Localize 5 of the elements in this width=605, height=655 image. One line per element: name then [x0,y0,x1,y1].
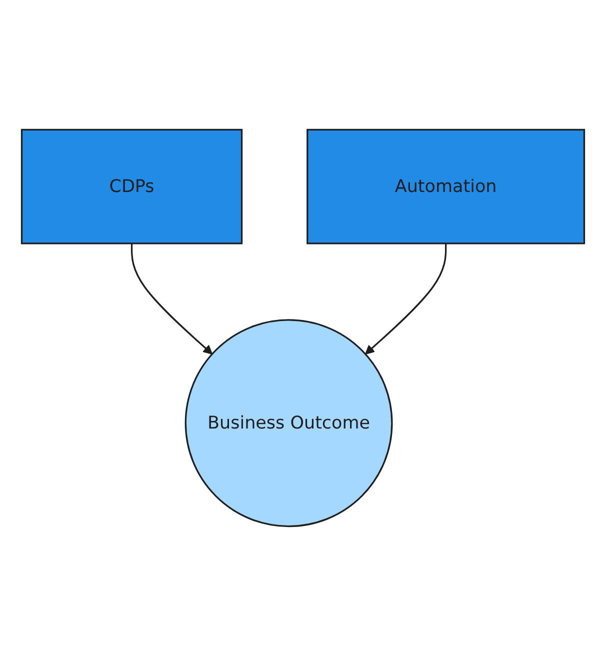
arrow [130,242,212,354]
arrow [364,242,446,354]
node-box: CDPs [20,128,242,244]
node-circle: Business Outcome [184,318,392,527]
node-box: Automation [306,128,585,244]
